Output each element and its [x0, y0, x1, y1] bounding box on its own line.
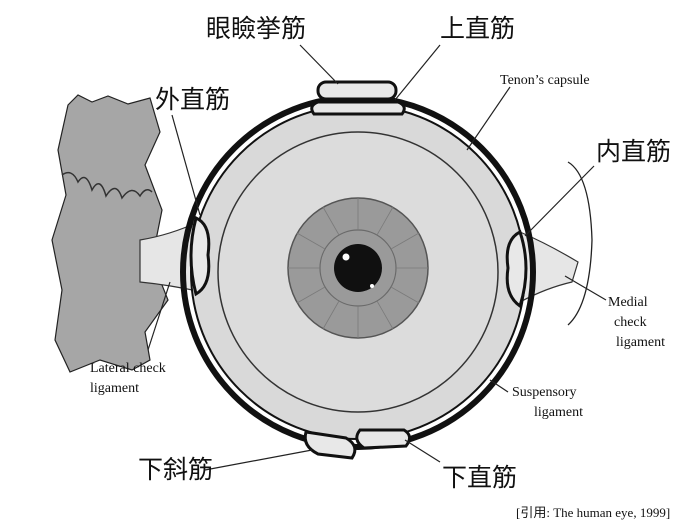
label-medial-check-3: ligament [616, 335, 665, 350]
label-superior-rectus: 上直筋 [440, 14, 515, 43]
label-suspensory-1: Suspensory [512, 385, 577, 400]
leader-lateral-rectus [171, 114, 201, 216]
label-medial-check-1: Medial [608, 295, 648, 310]
leader-lateral-check [147, 281, 171, 351]
pupil [334, 244, 382, 292]
medial-check-bracket [567, 161, 593, 326]
label-lateral-rectus: 外直筋 [155, 85, 230, 114]
leader-levator [299, 44, 339, 85]
leader-inferior-oblique [204, 449, 313, 471]
pupil-highlight [342, 253, 350, 261]
leader-inferior-rectus [404, 439, 441, 463]
leader-suspensory [489, 379, 509, 393]
pupil-highlight-small [370, 284, 374, 288]
inferior-oblique-muscle [303, 430, 357, 460]
lateral-rectus-muscle [189, 215, 211, 297]
citation: [引用: The human eye, 1999] [516, 505, 670, 520]
label-inferior-oblique: 下斜筋 [138, 455, 213, 484]
leader-superior-rectus [394, 44, 441, 101]
superior-rectus-muscle [310, 100, 406, 116]
iris-striations [288, 198, 428, 338]
medial-rectus-muscle [505, 229, 528, 309]
label-medial-rectus: 内直筋 [596, 137, 671, 166]
label-levator: 眼瞼挙筋 [206, 14, 306, 43]
label-inferior-rectus: 下直筋 [442, 463, 517, 492]
leader-medial-check [564, 275, 607, 301]
label-suspensory-2: ligament [534, 405, 583, 420]
bone-edge-detail [61, 171, 153, 200]
levator-muscle [316, 80, 398, 101]
leader-tenons-capsule [466, 86, 511, 151]
leader-medial-rectus [524, 165, 595, 237]
label-tenons-capsule: Tenon’s capsule [500, 73, 590, 88]
orbital-bone [51, 94, 169, 373]
label-lateral-check-2: ligament [90, 381, 139, 396]
label-medial-check-2: check [614, 315, 647, 330]
label-lateral-check-1: Lateral check [90, 361, 166, 376]
inferior-rectus-muscle [355, 428, 411, 450]
